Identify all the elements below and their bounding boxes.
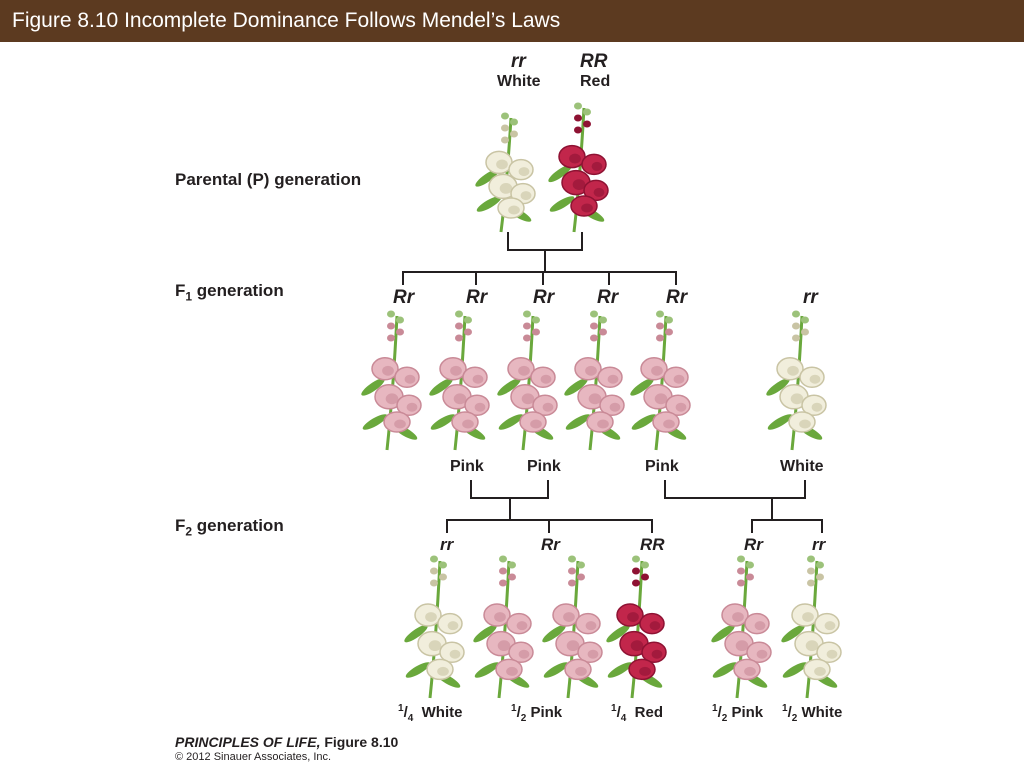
book-credit: PRINCIPLES OF LIFE, Figure 8.10 — [175, 734, 399, 750]
f2-plant-3 — [542, 555, 603, 699]
parental-white-genotype: rr — [511, 51, 526, 72]
cross-label-pink-a: Pink — [450, 458, 484, 475]
f2-ratio-3: 1/4 Red — [611, 703, 663, 724]
plant-illustrations — [361, 102, 842, 699]
f2-plant-2 — [473, 555, 534, 699]
f1-plant-1 — [361, 310, 422, 451]
f2-generation-label: F2 generation — [175, 516, 284, 539]
f2-genotype-6: rr — [812, 535, 826, 554]
f1-genotype-1: Rr — [393, 287, 415, 308]
cross-connector-lines — [402, 232, 823, 533]
parental-plant-white — [475, 112, 536, 233]
f2-genotype-1: rr — [440, 535, 454, 554]
f2-ratio-4: 1/2 Pink — [712, 703, 764, 724]
f2-plant-1 — [404, 555, 465, 699]
f2-plant-5 — [711, 555, 772, 699]
copyright-credit: © 2012 Sinauer Associates, Inc. — [175, 751, 332, 763]
connector-line — [402, 271, 677, 285]
f1-plant-4 — [564, 310, 625, 451]
cross-label-pink-c: Pink — [645, 458, 679, 475]
parental-plant-red — [548, 102, 609, 233]
parental-white-phenotype: White — [497, 73, 541, 90]
connector-line — [507, 232, 583, 251]
f2-ratio-2: 1/2 Pink — [511, 703, 563, 724]
connector-line — [664, 480, 806, 499]
parental-red-genotype: RR — [580, 51, 608, 72]
f1-genotype-6: rr — [803, 287, 818, 308]
parental-red-phenotype: Red — [580, 73, 611, 90]
f2-genotype-5: Rr — [744, 535, 763, 554]
title-bar: Figure 8.10 Incomplete Dominance Follows… — [0, 0, 1024, 42]
f2-genotype-2: Rr — [541, 535, 560, 554]
f1-genotype-2: Rr — [466, 287, 488, 308]
connector-line — [470, 480, 549, 499]
f2-ratio-5: 1/2 White — [782, 703, 843, 724]
f2-plant-4 — [606, 555, 667, 699]
f2-genotype-4: RR — [640, 535, 665, 554]
f1-plant-5 — [630, 310, 691, 451]
cross-label-pink-b: Pink — [527, 458, 561, 475]
f1-genotype-4: Rr — [597, 287, 619, 308]
f2-ratio-1: 1/4 White — [398, 703, 463, 724]
figure-title: Figure 8.10 Incomplete Dominance Follows… — [12, 9, 561, 32]
f1-plant-6 — [766, 310, 827, 451]
connector-line — [751, 519, 823, 533]
parental-generation-label: Parental (P) generation — [175, 170, 362, 189]
f1-genotype-5: Rr — [666, 287, 688, 308]
f1-generation-label: F1 generation — [175, 281, 284, 304]
cross-label-white-d: White — [780, 458, 824, 475]
f1-genotype-3: Rr — [533, 287, 555, 308]
f1-plant-2 — [429, 310, 490, 451]
f2-plant-6 — [781, 555, 842, 699]
f1-plant-3 — [497, 310, 558, 451]
